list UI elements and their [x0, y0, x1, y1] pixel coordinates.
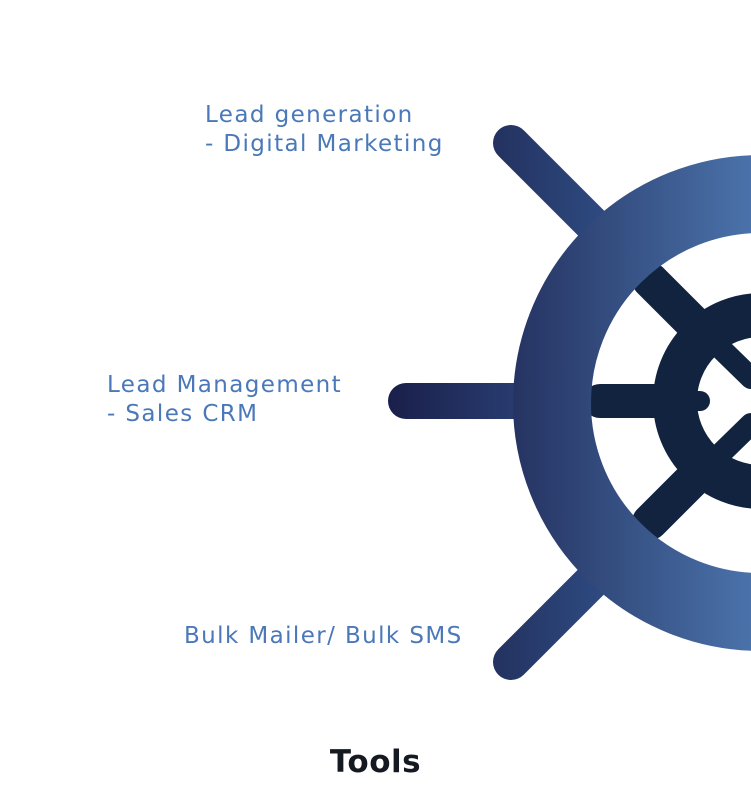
inner-hub-ring	[653, 293, 751, 509]
label-lead-management-line1: Lead Management	[107, 372, 343, 398]
label-lead-generation-line1: Lead generation	[205, 102, 414, 128]
label-lead-management: Lead Management - Sales CRM	[107, 371, 342, 429]
label-bulk-mailer-line1: Bulk Mailer/ Bulk SMS	[184, 623, 463, 649]
label-lead-generation: Lead generation - Digital Marketing	[205, 101, 444, 159]
label-bulk-mailer: Bulk Mailer/ Bulk SMS	[184, 622, 463, 651]
label-lead-management-line2: - Sales CRM	[107, 401, 259, 427]
outer-rim	[513, 155, 751, 651]
label-lead-generation-line2: - Digital Marketing	[205, 131, 444, 157]
caption-tools: Tools	[329, 744, 422, 780]
